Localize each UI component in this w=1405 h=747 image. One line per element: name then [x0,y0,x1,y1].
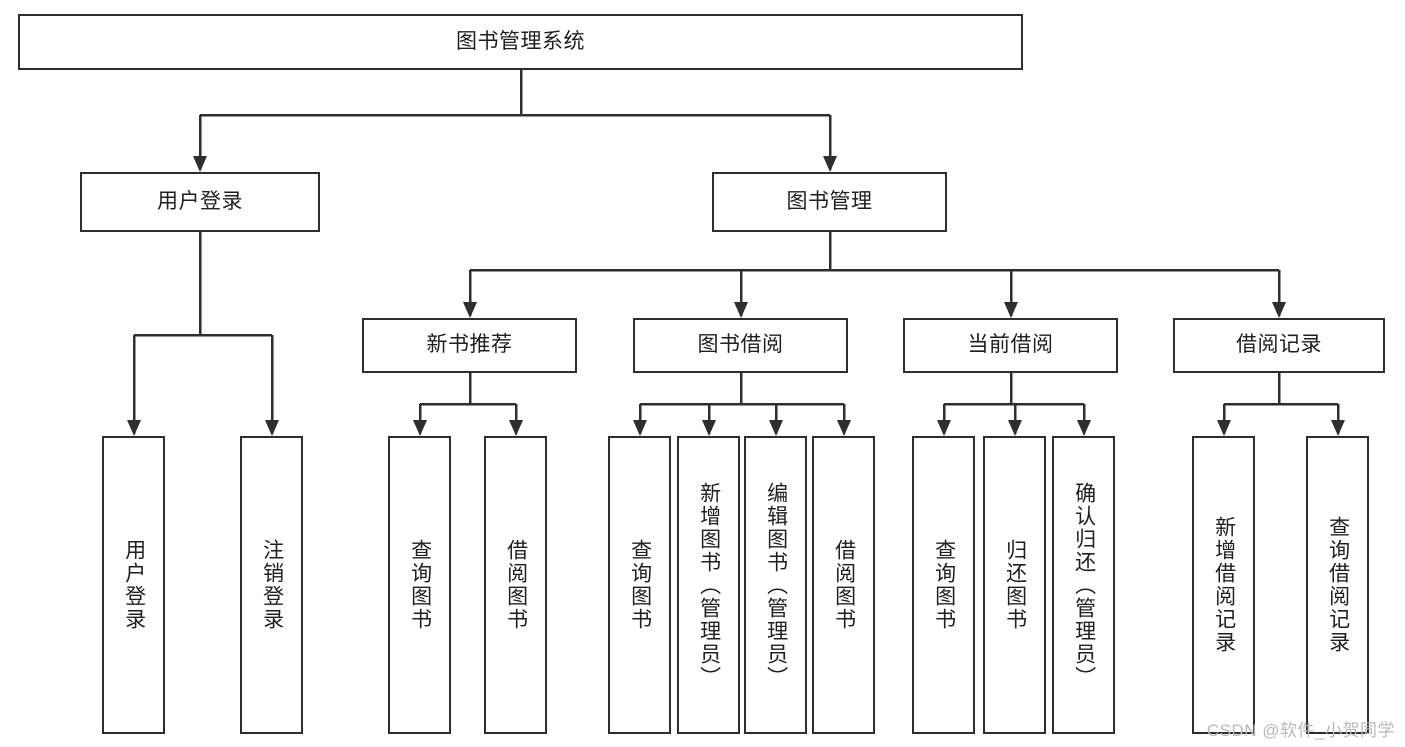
node-label: 借阅记录 [1236,333,1322,357]
node-leaf1[interactable]: 用户登录 [102,436,165,734]
arrowhead-icon [193,156,207,172]
node-label: 注销登录 [260,539,284,631]
arrowhead-icon [1008,420,1022,436]
node-leaf12[interactable]: 新增借阅记录 [1192,436,1255,734]
arrowhead-icon [837,420,851,436]
node-label: 查询借阅记录 [1326,516,1350,654]
node-label: 确认归还（管理员） [1072,481,1096,689]
node-leaf6[interactable]: 新增图书（管理员） [677,436,740,734]
node-borrow[interactable]: 图书借阅 [633,318,848,373]
node-label: 新增借阅记录 [1212,516,1236,654]
arrowhead-icon [823,156,837,172]
node-label: 图书借阅 [697,333,784,357]
node-bookmgmt[interactable]: 图书管理 [712,172,947,232]
csdn-watermark: CSDN @软件_小贺同学 [1206,721,1395,740]
node-root[interactable]: 图书管理系统 [18,14,1023,70]
node-login[interactable]: 用户登录 [80,172,320,232]
node-record[interactable]: 借阅记录 [1173,318,1385,373]
node-leaf2[interactable]: 注销登录 [240,436,303,734]
arrowhead-icon [1272,302,1286,318]
arrowhead-icon [1077,420,1091,436]
node-label: 图书管理 [786,189,873,213]
node-leaf13[interactable]: 查询借阅记录 [1306,436,1369,734]
node-leaf7[interactable]: 编辑图书（管理员） [744,436,807,734]
arrowhead-icon [413,420,427,436]
node-newbook[interactable]: 新书推荐 [362,318,577,373]
node-leaf11[interactable]: 确认归还（管理员） [1052,436,1115,734]
arrowhead-icon [769,420,783,436]
node-leaf5[interactable]: 查询图书 [608,436,671,734]
node-leaf10[interactable]: 归还图书 [983,436,1046,734]
arrowhead-icon [265,420,279,436]
arrowhead-icon [1331,420,1345,436]
node-leaf8[interactable]: 借阅图书 [812,436,875,734]
node-label: 借阅图书 [832,539,856,631]
arrowhead-icon [1217,420,1231,436]
node-label: 借阅图书 [504,539,528,631]
arrowhead-icon [734,302,748,318]
node-current[interactable]: 当前借阅 [903,318,1118,373]
node-leaf3[interactable]: 查询图书 [388,436,451,734]
node-label: 新书推荐 [426,333,513,357]
node-label: 当前借阅 [967,333,1054,357]
arrowhead-icon [702,420,716,436]
node-leaf4[interactable]: 借阅图书 [484,436,547,734]
arrowhead-icon [633,420,647,436]
node-label: 查询图书 [628,539,652,631]
node-label: 查询图书 [932,539,956,631]
node-label: 用户登录 [122,539,146,631]
arrowhead-icon [1004,302,1018,318]
arrowhead-icon [509,420,523,436]
arrowhead-icon [937,420,951,436]
node-label: 图书管理系统 [456,29,585,53]
node-label: 用户登录 [157,189,243,213]
node-label: 编辑图书（管理员） [764,481,788,689]
node-label: 归还图书 [1003,539,1027,631]
arrowhead-icon [127,420,141,436]
node-label: 新增图书（管理员） [697,481,721,689]
node-leaf9[interactable]: 查询图书 [912,436,975,734]
node-label: 查询图书 [408,539,432,631]
arrowhead-icon [463,302,477,318]
